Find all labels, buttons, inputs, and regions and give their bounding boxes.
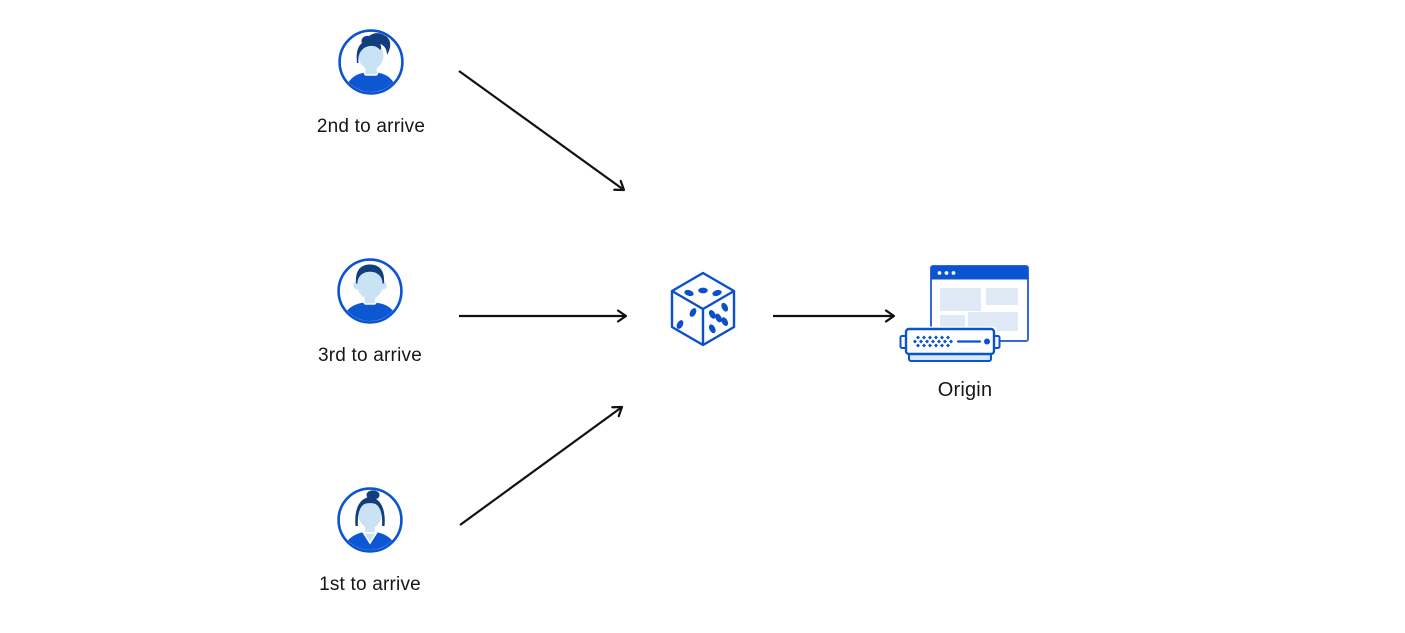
origin-node: Origin: [893, 258, 1037, 401]
dice-icon: [670, 271, 736, 347]
browser-window-server-icon: [899, 265, 1029, 362]
server-indicator-light: [983, 338, 990, 345]
arrow-client-2nd-to-dice: [458, 70, 626, 192]
client-node-3rd-to-arrive: 3rd to arrive: [295, 257, 445, 367]
client-node-2nd-to-arrive: 2nd to arrive: [296, 28, 446, 138]
client-label-1st-to-arrive: 1st to arrive: [319, 574, 421, 595]
server-diamond-pattern: [912, 335, 953, 348]
origin-label: Origin: [937, 379, 993, 401]
user-woman-bun-icon: [337, 487, 403, 553]
user-man-quiff-icon: [338, 29, 404, 95]
user-man-short-hair-icon: [337, 258, 403, 324]
random-selector-node: [666, 268, 740, 354]
client-label-3rd-to-arrive: 3rd to arrive: [318, 345, 422, 366]
client-node-1st-to-arrive: 1st to arrive: [295, 486, 445, 596]
client-label-2nd-to-arrive: 2nd to arrive: [316, 116, 426, 137]
arrow-client-1st-to-dice: [459, 405, 624, 526]
